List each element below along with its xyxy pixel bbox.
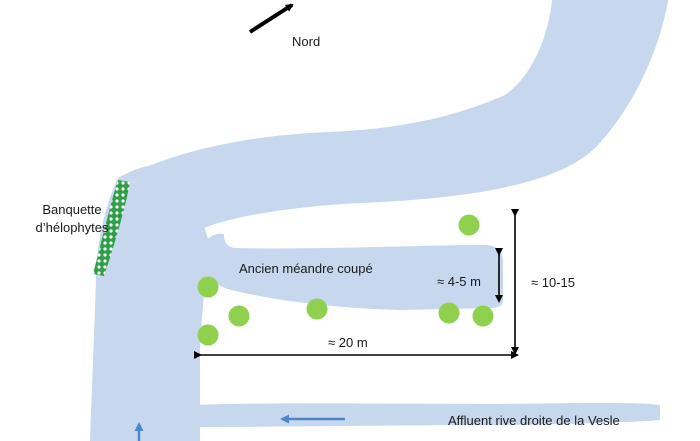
tree	[197, 276, 219, 298]
river-upper-channel	[128, 0, 668, 270]
helophytes-label-line2: d’hélophytes	[35, 219, 109, 235]
meander-label: Ancien méandre coupé	[239, 261, 373, 276]
tree	[197, 324, 219, 346]
tributary-label: Affluent rive droite de la Vesle	[448, 413, 620, 428]
north-arrow-icon	[248, 3, 294, 34]
tributary-channel	[196, 403, 660, 427]
tree	[472, 305, 494, 327]
meander-width-label: ≈ 4-5 m	[437, 274, 481, 289]
length-label: ≈ 20 m	[328, 335, 368, 350]
river-main-channel	[90, 164, 210, 441]
tree	[306, 298, 328, 320]
cut-off-meander	[196, 233, 503, 310]
north-label: Nord	[292, 34, 321, 49]
helophyte-bank	[93, 180, 130, 276]
helophytes-label: Banquette d’hélophytes	[20, 201, 124, 236]
tree	[458, 214, 480, 236]
tree	[228, 305, 250, 327]
tree	[438, 302, 460, 324]
helophytes-label-line1: Banquette	[42, 202, 102, 217]
total-width-label: ≈ 10-15	[531, 275, 575, 290]
